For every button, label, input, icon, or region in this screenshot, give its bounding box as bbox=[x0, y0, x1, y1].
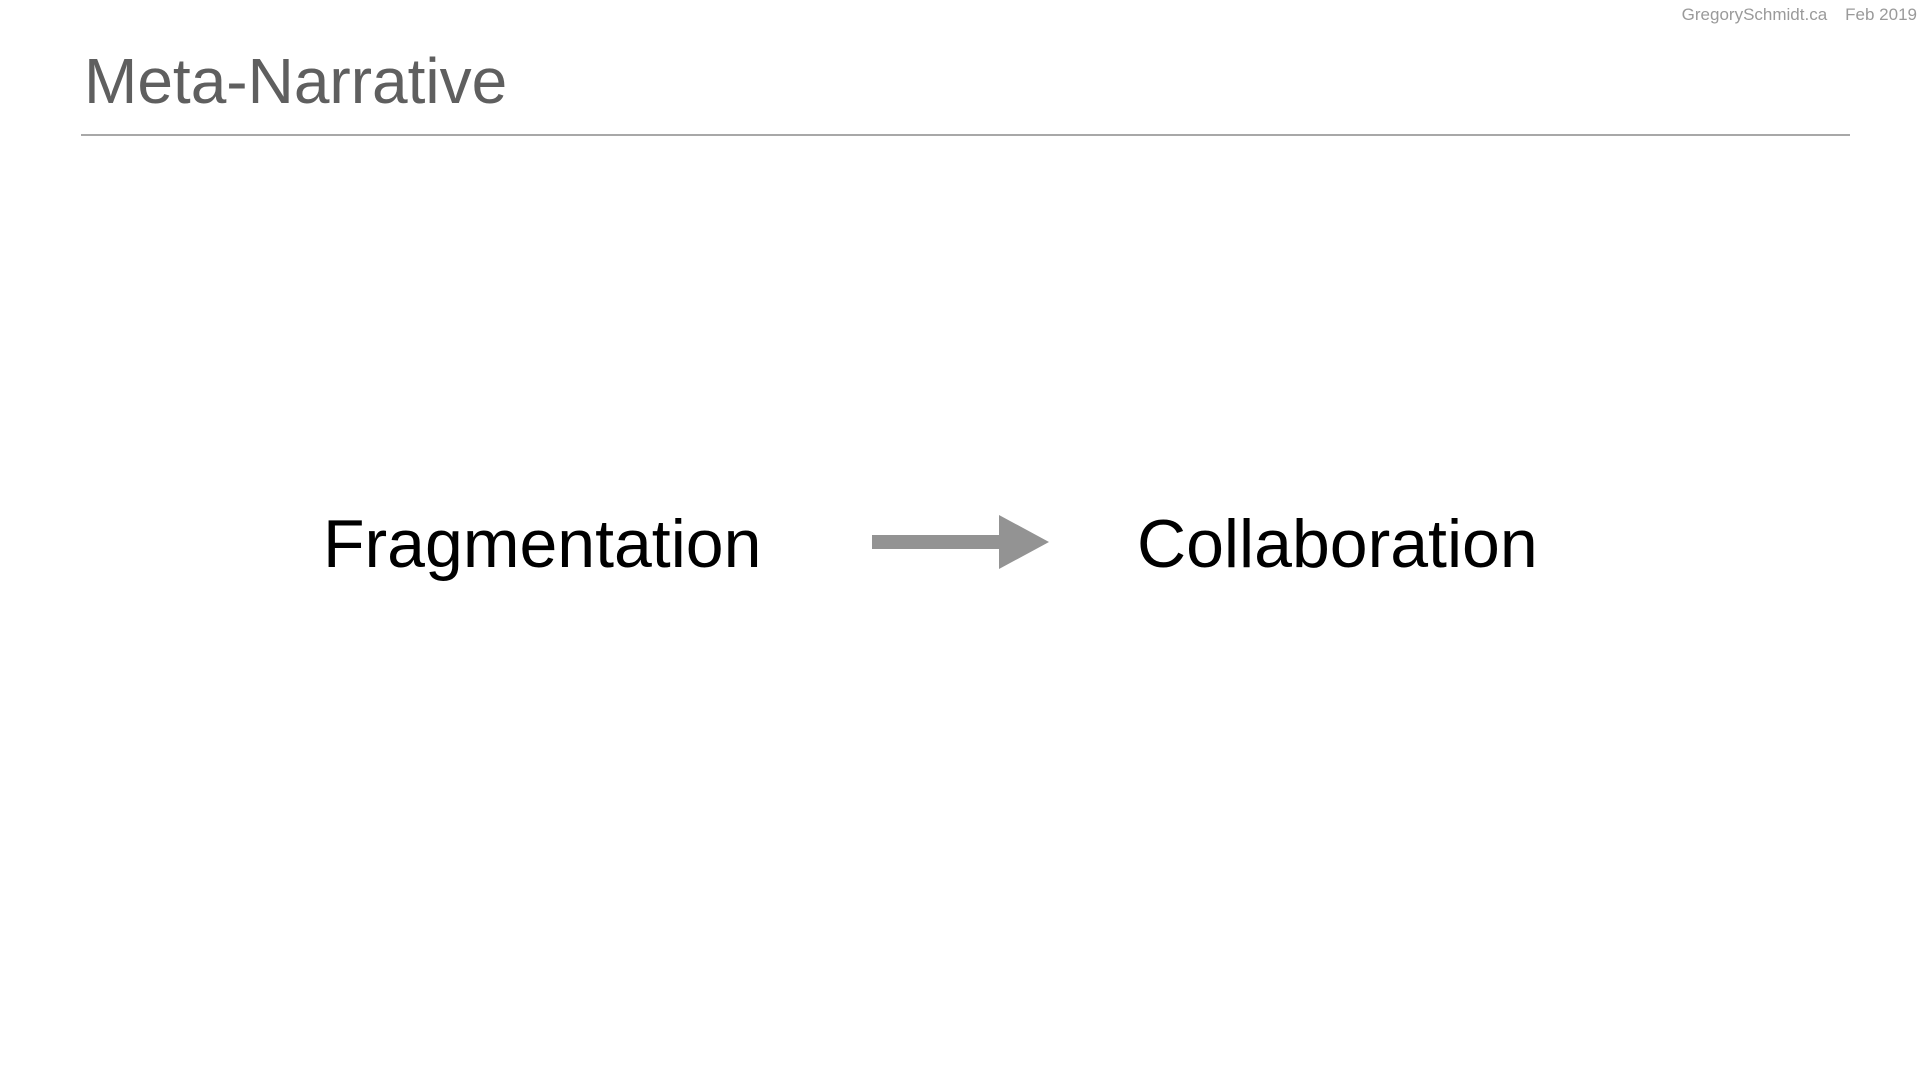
slide-title: Meta-Narrative bbox=[84, 45, 508, 117]
collaboration-label: Collaboration bbox=[1137, 506, 1538, 582]
arrow-head bbox=[999, 515, 1049, 569]
fragmentation-label: Fragmentation bbox=[323, 506, 762, 582]
right-arrow-icon bbox=[872, 515, 1049, 569]
title-divider bbox=[81, 134, 1850, 136]
arrow-shaft bbox=[872, 535, 1000, 549]
slide-date: Feb 2019 bbox=[1845, 5, 1917, 24]
site-name: GregorySchmidt.ca bbox=[1681, 5, 1828, 24]
slide-header-meta: GregorySchmidt.ca Feb 2019 bbox=[1682, 5, 1917, 25]
